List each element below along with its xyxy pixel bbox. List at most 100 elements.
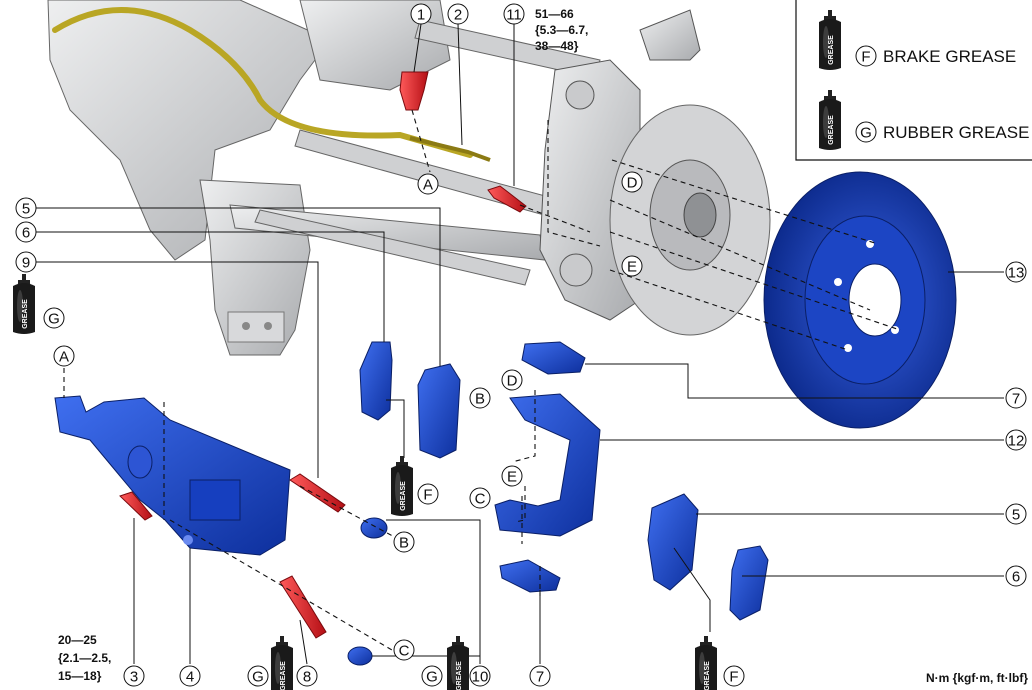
- callout-5-right: 5: [1005, 503, 1027, 525]
- grease-can-pad-f: GREASE: [391, 456, 413, 516]
- torque-unit: N·m {kgf·m, ft·lbf}: [926, 671, 1028, 685]
- svg-text:38—48}: 38—48}: [535, 39, 579, 53]
- svg-text:A: A: [59, 349, 69, 366]
- cable-retaining-clip: [399, 71, 429, 111]
- callout-1: 1: [410, 3, 432, 25]
- marker-f-pad: F: [417, 483, 439, 505]
- svg-text:20—25: 20—25: [58, 633, 97, 647]
- svg-text:C: C: [475, 491, 486, 508]
- torque-spec-bottom: 20—25 {2.1—2.5, 15—18}: [58, 633, 111, 683]
- svg-text:GREASE: GREASE: [400, 481, 407, 511]
- svg-text:51—66: 51—66: [535, 7, 574, 21]
- torque-spec-top: 51—66 {5.3—6.7, 38—48}: [535, 7, 588, 53]
- svg-text:11: 11: [506, 7, 522, 24]
- svg-text:{2.1—2.5,: {2.1—2.5,: [58, 651, 111, 665]
- svg-text:F: F: [861, 49, 870, 66]
- callout-2: 2: [447, 3, 469, 25]
- marker-d-bracket: D: [501, 369, 523, 391]
- grease-can-pad-right-f: GREASE: [695, 636, 717, 690]
- caliper-bolt: [119, 491, 153, 521]
- svg-text:E: E: [627, 259, 637, 276]
- guide-pin-lower: [279, 575, 327, 639]
- svg-text:F: F: [423, 487, 432, 504]
- callout-3: 3: [123, 665, 145, 687]
- svg-text:12: 12: [1008, 433, 1025, 450]
- callout-10: 10: [469, 665, 491, 687]
- marker-e-knuckle: E: [621, 255, 643, 277]
- knuckle-and-hub: [539, 9, 771, 336]
- callout-7-right: 7: [1005, 387, 1027, 409]
- svg-text:5: 5: [1012, 507, 1020, 524]
- svg-text:B: B: [475, 391, 485, 408]
- svg-text:9: 9: [22, 255, 30, 272]
- svg-text:5: 5: [22, 201, 30, 218]
- caliper-assembly: [54, 395, 291, 556]
- svg-text:GREASE: GREASE: [828, 115, 835, 145]
- marker-a-left: A: [53, 345, 75, 367]
- svg-text:3: 3: [130, 669, 138, 686]
- svg-text:G: G: [48, 311, 60, 328]
- svg-text:GREASE: GREASE: [456, 661, 463, 690]
- svg-text:D: D: [507, 373, 518, 390]
- grease-legend: F BRAKE GREASE G RUBBER GREASE: [795, 0, 1032, 161]
- alignment-lines: [63, 109, 901, 651]
- inner-pad-right: [729, 545, 769, 621]
- svg-text:G: G: [252, 669, 264, 686]
- marker-a-top: A: [417, 173, 439, 195]
- grease-can-left-g: GREASE: [13, 274, 35, 334]
- marker-g-boot: G: [421, 665, 443, 687]
- marker-f-pad-right: F: [723, 665, 745, 687]
- marker-g-pin: G: [247, 665, 269, 687]
- svg-text:GREASE: GREASE: [22, 299, 29, 329]
- marker-e-bracket: E: [501, 465, 523, 487]
- callout-12: 12: [1005, 429, 1027, 451]
- svg-text:1: 1: [417, 7, 425, 24]
- svg-text:G: G: [426, 669, 438, 686]
- grease-can-legend-f: GREASE: [819, 10, 841, 70]
- pad-guide-plate-top: [521, 341, 586, 375]
- marker-b-boot: B: [393, 531, 415, 553]
- guide-pin-boot-lower: [347, 646, 373, 666]
- svg-text:10: 10: [472, 669, 489, 686]
- marker-g-left: G: [43, 307, 65, 329]
- svg-text:A: A: [423, 177, 433, 194]
- callout-5-left: 5: [15, 197, 37, 219]
- guide-pin-upper: [289, 473, 346, 513]
- callout-6-left: 6: [15, 221, 37, 243]
- svg-text:GREASE: GREASE: [828, 35, 835, 65]
- svg-text:D: D: [627, 175, 638, 192]
- inner-pad-top: [359, 341, 393, 421]
- marker-d-knuckle: D: [621, 171, 643, 193]
- pad-guide-plate-bottom: [499, 559, 561, 593]
- svg-text:6: 6: [22, 225, 30, 242]
- callout-8: 8: [296, 665, 318, 687]
- rear-subframe: [47, 0, 451, 356]
- svg-text:8: 8: [303, 669, 311, 686]
- svg-text:15—18}: 15—18}: [58, 669, 102, 683]
- callout-6-right: 6: [1005, 565, 1027, 587]
- parking-brake-cable-end: [409, 136, 491, 162]
- svg-text:7: 7: [536, 669, 544, 686]
- svg-text:7: 7: [1012, 391, 1020, 408]
- svg-text:{5.3—6.7,: {5.3—6.7,: [535, 23, 588, 37]
- callout-11: 11: [503, 3, 525, 25]
- svg-text:E: E: [507, 469, 517, 486]
- svg-text:G: G: [860, 125, 872, 142]
- grease-can-pin-g: GREASE: [271, 636, 293, 690]
- svg-text:2: 2: [454, 7, 462, 24]
- grease-can-boot-g: GREASE: [447, 636, 469, 690]
- brake-disc: [763, 171, 957, 429]
- legend-brake-grease: BRAKE GREASE: [883, 47, 1016, 66]
- legend-rubber-grease: RUBBER GREASE: [883, 123, 1029, 142]
- caliper-mounting-bolt-top: [487, 185, 527, 213]
- grease-can-legend-g: GREASE: [819, 90, 841, 150]
- caliper-bracket: [494, 393, 601, 537]
- leader-lines: [36, 23, 1004, 665]
- callout-9: 9: [15, 251, 37, 273]
- svg-text:F: F: [729, 669, 738, 686]
- svg-text:B: B: [399, 535, 409, 552]
- marker-b-bracket: B: [469, 387, 491, 409]
- outer-pad-right: [647, 493, 699, 591]
- marker-c-boot: C: [393, 639, 415, 661]
